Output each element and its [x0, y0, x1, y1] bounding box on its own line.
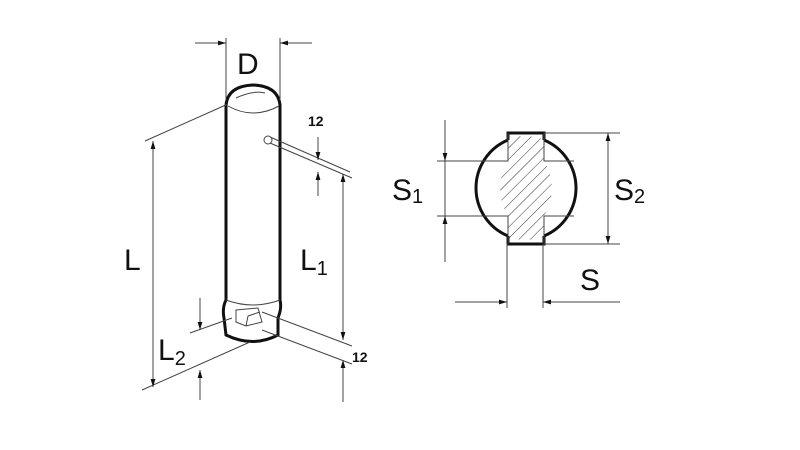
- pin-hole: [263, 135, 273, 145]
- length2-label: L2: [158, 334, 186, 370]
- pin-body: [221, 83, 283, 343]
- pin-cap-edge: [227, 105, 280, 114]
- length-label: L: [124, 244, 141, 277]
- s-label: S: [580, 264, 600, 297]
- pin-drawing: D L 12 L1 12 L2: [124, 38, 368, 402]
- pin-head-edge: [225, 299, 281, 306]
- pin-socket: [235, 307, 263, 327]
- length1-label: L1: [300, 244, 328, 280]
- hole-top-label: 12: [308, 113, 324, 129]
- hole-bottom-label: 12: [352, 349, 368, 365]
- cross-section-drawing: S1 S2 S: [392, 120, 645, 308]
- s1-label: S1: [392, 174, 423, 208]
- s2-label: S2: [614, 174, 645, 208]
- pin-cap-highlight: [235, 91, 266, 99]
- diameter-label: D: [237, 48, 259, 81]
